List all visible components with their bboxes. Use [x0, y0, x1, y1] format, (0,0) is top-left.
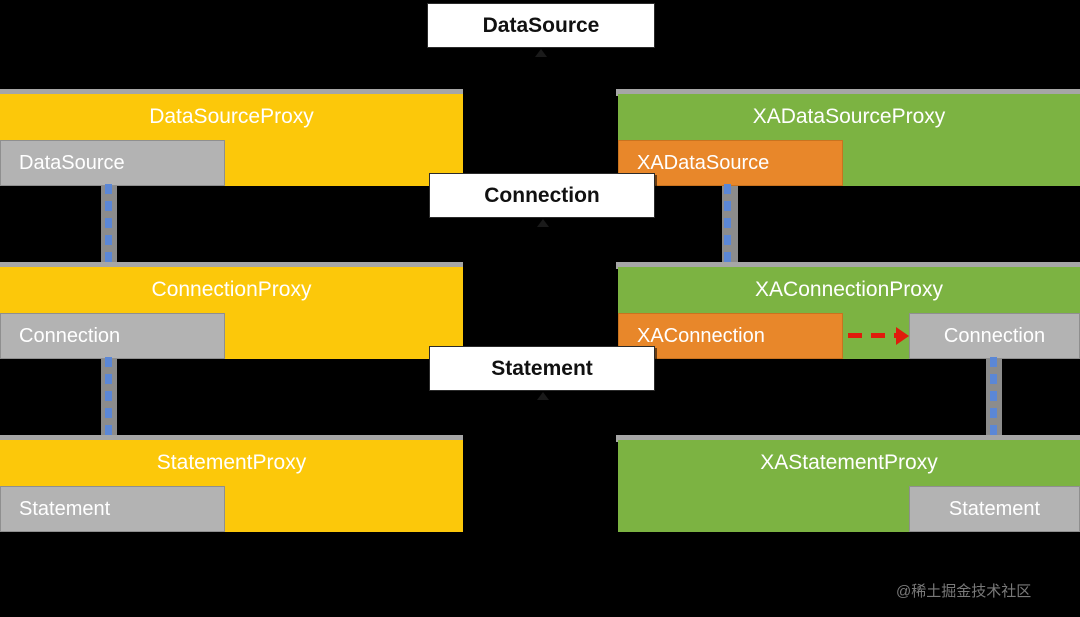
watermark: @稀土掘金技术社区 [896, 583, 1032, 600]
rail-right-row2 [616, 262, 1080, 269]
iface-xaconnection-label: XAConnection [637, 324, 765, 347]
xa-link-line [848, 333, 904, 338]
chip-datasource-label: DataSource [482, 13, 600, 37]
iface-connection: Connection [0, 313, 225, 359]
iface-datasource-label: DataSource [19, 151, 125, 174]
block-connection-proxy-title: ConnectionProxy [151, 278, 312, 301]
chip-connection: Connection [429, 173, 655, 218]
chip-datasource-tick [535, 49, 547, 57]
iface-statement-label: Statement [19, 497, 111, 520]
iface-xadatasource-label: XADataSource [637, 151, 770, 174]
rail-left-row3 [0, 435, 463, 442]
rail-left-row1 [0, 89, 463, 96]
chip-connection-label: Connection [484, 183, 600, 207]
iface-connection-label: Connection [19, 324, 121, 347]
block-statement-proxy: StatementProxy Statement [0, 440, 463, 532]
block-datasource-proxy-title: DataSourceProxy [149, 105, 314, 128]
block-xastatement-proxy: XAStatementProxy Statement [618, 440, 1080, 532]
block-xastatement-proxy-title: XAStatementProxy [760, 451, 938, 474]
delegation-line-right-2 [990, 357, 997, 443]
iface-xaconnection: XAConnection [618, 313, 843, 359]
delegation-line-left-1 [105, 184, 112, 268]
block-xaconnection-proxy: XAConnectionProxy XAConnection Connectio… [618, 267, 1080, 359]
block-xaconnection-proxy-title: XAConnectionProxy [755, 278, 943, 301]
delegation-line-right-1 [724, 184, 731, 270]
block-datasource-proxy: DataSourceProxy DataSource [0, 94, 463, 186]
block-statement-proxy-title: StatementProxy [156, 451, 307, 474]
chip-datasource: DataSource [427, 3, 655, 48]
delegation-line-left-2 [105, 357, 112, 441]
block-connection-proxy: ConnectionProxy Connection [0, 267, 463, 359]
chip-statement-tick [537, 392, 549, 400]
iface-statement-right: Statement [909, 486, 1080, 532]
chip-statement-label: Statement [491, 356, 593, 380]
iface-connection-right: Connection [909, 313, 1080, 359]
iface-datasource: DataSource [0, 140, 225, 186]
iface-statement-right-label: Statement [948, 497, 1041, 520]
rail-right-row3 [616, 435, 1080, 442]
rail-right-row1 [616, 89, 1080, 96]
block-xadatasource-proxy: XADataSourceProxy XADataSource [618, 94, 1080, 186]
xa-link-arrowhead [896, 327, 909, 345]
iface-connection-right-label: Connection [943, 324, 1046, 347]
iface-statement: Statement [0, 486, 225, 532]
rail-left-row2 [0, 262, 463, 269]
chip-statement: Statement [429, 346, 655, 391]
chip-connection-tick [537, 219, 549, 227]
block-xadatasource-proxy-title: XADataSourceProxy [752, 105, 946, 128]
